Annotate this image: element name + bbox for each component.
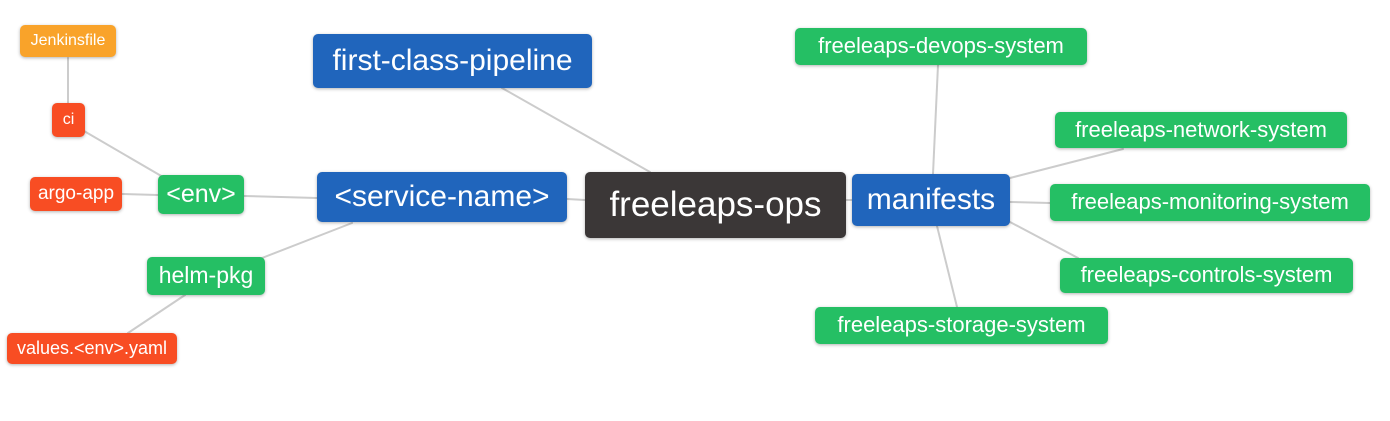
node-label: freeleaps-ops [609,185,822,224]
node-jenkinsfile[interactable]: Jenkinsfile [20,25,116,57]
node-argo-app[interactable]: argo-app [30,177,122,211]
edge-manifests-to-freeleaps-devops-system [932,64,939,175]
node-freeleaps-controls-system[interactable]: freeleaps-controls-system [1060,258,1353,293]
node-label: freeleaps-controls-system [1080,262,1333,287]
node-freeleaps-ops[interactable]: freeleaps-ops [585,172,846,238]
node-freeleaps-network-system[interactable]: freeleaps-network-system [1055,112,1347,148]
node-manifests[interactable]: manifests [852,174,1010,226]
node-helm-pkg[interactable]: helm-pkg [147,257,265,295]
node-label: ci [62,110,75,128]
edge-ci-to-env [83,130,164,178]
edge-env-to-service-name [243,195,318,199]
edge-service-name-to-helm-pkg [261,222,353,259]
node-label: manifests [866,182,996,216]
node-label: argo-app [37,183,115,204]
edge-helm-pkg-to-values-env-yaml [127,294,186,334]
node-label: helm-pkg [158,262,254,288]
edge-service-name-to-freeleaps-ops [566,198,586,201]
edge-manifests-to-freeleaps-controls-system [1009,221,1079,259]
edge-manifests-to-freeleaps-network-system [1009,148,1124,179]
node-first-class-pipeline[interactable]: first-class-pipeline [313,34,592,88]
node-env[interactable]: <env> [158,175,244,214]
node-label: freeleaps-monitoring-system [1071,189,1349,214]
node-label: freeleaps-storage-system [837,312,1086,337]
node-label: first-class-pipeline [332,43,573,77]
edge-manifests-to-freeleaps-monitoring-system [1009,201,1051,204]
node-service-name[interactable]: <service-name> [317,172,567,222]
node-freeleaps-storage-system[interactable]: freeleaps-storage-system [815,307,1108,344]
node-ci[interactable]: ci [52,103,85,137]
node-freeleaps-devops-system[interactable]: freeleaps-devops-system [795,28,1087,65]
node-label: <service-name> [334,179,550,213]
edge-argo-app-to-env [121,193,159,196]
edge-manifests-to-freeleaps-storage-system [936,225,958,308]
node-label: freeleaps-devops-system [818,33,1064,58]
node-label: Jenkinsfile [30,31,106,49]
node-freeleaps-monitoring-system[interactable]: freeleaps-monitoring-system [1050,184,1370,221]
node-values-env-yaml[interactable]: values.<env>.yaml [7,333,177,364]
node-label: freeleaps-network-system [1075,116,1327,142]
node-label: values.<env>.yaml [16,338,168,358]
node-label: <env> [166,179,236,208]
edge-first-class-pipeline-to-freeleaps-ops [501,87,651,173]
